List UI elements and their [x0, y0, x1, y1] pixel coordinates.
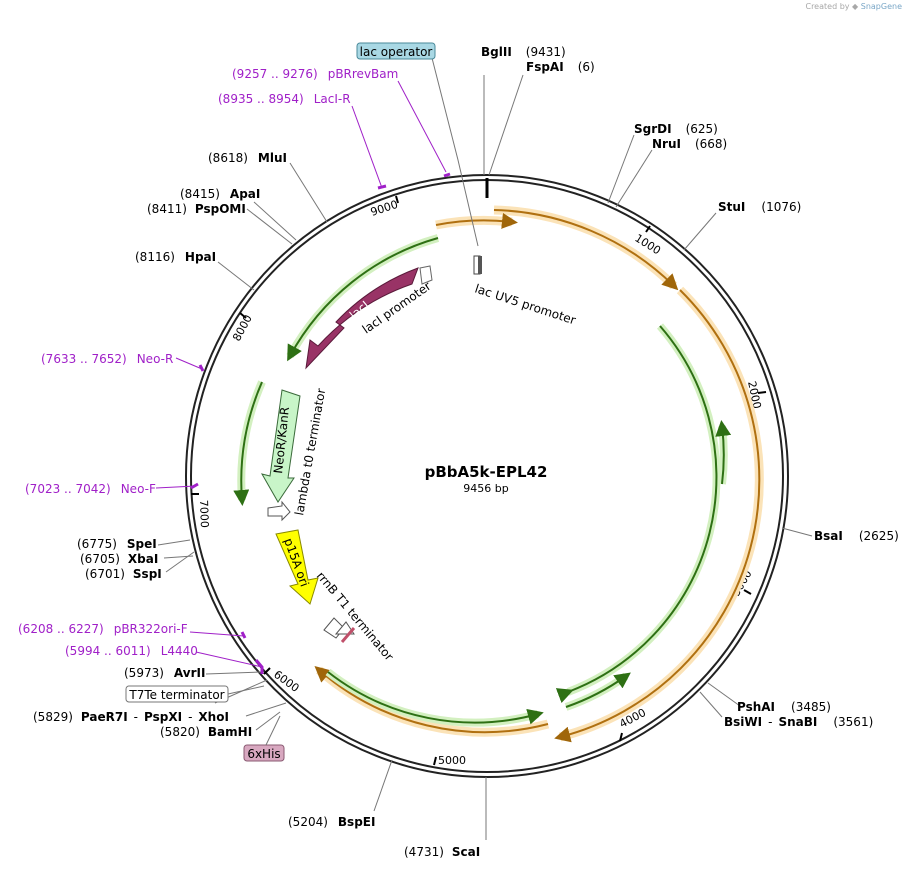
enzyme-hpai: (8116)HpaI [135, 250, 216, 264]
tick-label: 9000 [369, 198, 400, 219]
enzyme-stui: StuI(1076) [718, 200, 801, 214]
tick-marks [191, 195, 767, 766]
plasmid-name: pBbA5k-EPL42 [425, 463, 548, 481]
primer-labels: (9257 .. 9276)pBRrevBam (8935 .. 8954)La… [18, 67, 398, 658]
primer-l4440: (5994 .. 6011)L4440 [65, 644, 198, 658]
neor-kanr-feature[interactable]: NeoR/KanR [260, 389, 301, 503]
primer-leaders [155, 80, 451, 674]
rrnb-t1-terminator-label: rrnB T1 terminator [314, 569, 397, 664]
enzyme-avrii: (5973)AvrII [124, 666, 205, 680]
laci-feature[interactable]: lacI [305, 267, 419, 370]
rrnb-t1-terminator-feature[interactable]: rrnB T1 terminator [314, 569, 397, 664]
tick-label: 8000 [230, 313, 255, 344]
p15a-ori-feature[interactable]: p15A ori [275, 529, 319, 605]
primer-laci-r: (8935 .. 8954)LacI-R [218, 92, 351, 106]
green-arcs [233, 234, 732, 727]
lacuv5-promoter-feature[interactable]: lac UV5 promoter [473, 255, 578, 328]
enzyme-xbai: (6705)XbaI [80, 552, 158, 566]
enzyme-bsiwi-snabi: BsiWI-SnaBI(3561) [724, 715, 873, 729]
enzyme-fspai: FspAI(6) [526, 60, 595, 74]
neor-kanr-label: NeoR/KanR [271, 406, 292, 474]
lac-operator-label: lac operator [360, 45, 433, 59]
enzyme-labels: BglII(9431) FspAI(6) SgrDI(625) NruI(668… [33, 45, 899, 859]
snapgene-watermark: Created by ◆ SnapGene [805, 2, 902, 11]
p15a-ori-label: p15A ori [281, 536, 311, 588]
6xhis-label: 6xHis [247, 747, 280, 761]
boxed-feature-6xhis[interactable]: 6xHis [243, 715, 285, 762]
enzyme-leaders [157, 57, 813, 840]
tick-label: 5000 [438, 754, 466, 767]
enzyme-pshai: PshAI(3485) [737, 700, 831, 714]
primer-neo-r: (7633 .. 7652)Neo-R [41, 352, 173, 366]
enzyme-spei: (6775)SpeI [77, 537, 157, 551]
plasmid-size: 9456 bp [463, 482, 508, 495]
enzyme-sspi: (6701)SspI [85, 567, 162, 581]
boxed-feature-lac-operator[interactable]: lac operator [356, 42, 436, 60]
enzyme-nrui: NruI(668) [652, 137, 727, 151]
enzyme-pspomi: (8411)PspOMI [147, 202, 246, 216]
enzyme-paer7i-group: (5829)PaeR7I-PspXI-XhoI [33, 710, 229, 724]
tick-label: 7000 [197, 500, 211, 528]
t7te-terminator-label: T7Te terminator [128, 688, 224, 702]
enzyme-sgrdi: SgrDI(625) [634, 122, 718, 136]
primer-pbrrevbam: (9257 .. 9276)pBRrevBam [232, 67, 398, 81]
enzyme-bglii: BglII(9431) [481, 45, 566, 59]
backbone [185, 174, 789, 778]
enzyme-bamhi: (5820)BamHI [160, 725, 252, 739]
lacuv5-promoter-label: lac UV5 promoter [473, 282, 577, 328]
enzyme-bspei: (5204)BspEI [288, 815, 375, 829]
orf-arcs [314, 205, 764, 743]
primer-neo-f: (7023 .. 7042)Neo-F [25, 482, 156, 496]
boxed-feature-t7te-terminator[interactable]: T7Te terminator [125, 685, 265, 703]
enzyme-bsai: BsaI(2625) [814, 529, 899, 543]
snapgene-logo-icon: ◆ [852, 2, 859, 11]
enzyme-mlui: (8618)MluI [208, 151, 287, 165]
enzyme-scai: (4731)ScaI [404, 845, 480, 859]
tick-labels: 1000 2000 3000 4000 5000 6000 7000 8000 … [197, 198, 764, 767]
primer-pbr322ori-f: (6208 .. 6227)pBR322ori-F [18, 622, 188, 636]
enzyme-apai: (8415)ApaI [180, 187, 260, 201]
